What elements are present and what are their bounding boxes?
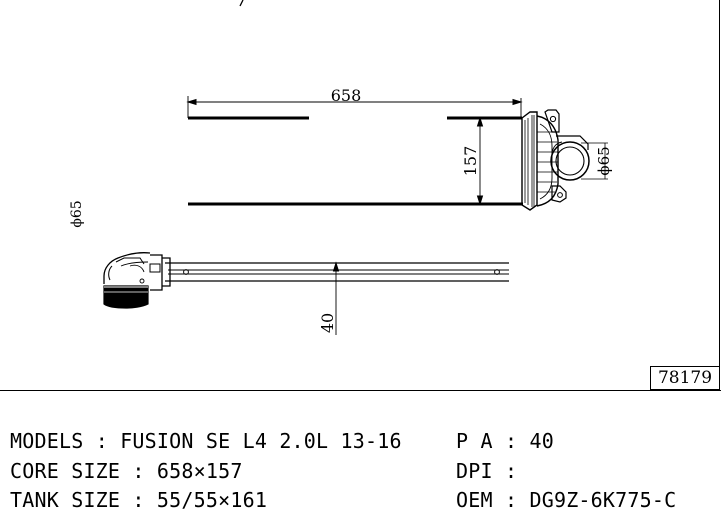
front-view — [186, 96, 608, 211]
core-size-label: CORE SIZE — [10, 459, 121, 483]
dim-core-depth: 40 — [318, 313, 337, 333]
pa-label: P A — [456, 429, 493, 453]
models-label: MODELS — [10, 429, 84, 453]
tank-size-label: TANK SIZE — [10, 488, 121, 512]
technical-drawing: 658 157 ϕ65 ϕ65 40 — [69, 0, 613, 335]
spec-dpi: DPI : — [456, 459, 530, 483]
spec-separator — [0, 390, 721, 391]
oem-value: DG9Z-6K775-C — [529, 488, 677, 512]
top-view — [103, 252, 509, 335]
spec-pa: P A : 40 — [456, 429, 554, 453]
part-code: 78179 — [650, 366, 719, 390]
dim-core-height: 157 — [461, 146, 480, 177]
dim-core-width: 658 — [331, 86, 362, 105]
spec-core-size: CORE SIZE : 658×157 — [10, 459, 243, 483]
core-size-value: 658×157 — [156, 459, 243, 483]
pa-value: 40 — [529, 429, 554, 453]
spec-oem: OEM : DG9Z-6K775-C — [456, 488, 677, 512]
dpi-label: DPI — [456, 459, 493, 483]
spec-tank-size: TANK SIZE : 55/55×161 — [10, 488, 268, 512]
dim-port-diameter: ϕ65 — [595, 146, 613, 175]
spec-models: MODELS : FUSION SE L4 2.0L 13-16 — [10, 429, 402, 453]
tank-size-value: 55/55×161 — [156, 488, 268, 512]
top-stray-stroke — [239, 0, 244, 7]
oem-label: OEM — [456, 488, 493, 512]
drawing-frame-right — [719, 0, 720, 391]
models-value: FUSION SE L4 2.0L 13-16 — [120, 429, 402, 453]
dim-port-diameter-side: ϕ65 — [69, 200, 85, 227]
